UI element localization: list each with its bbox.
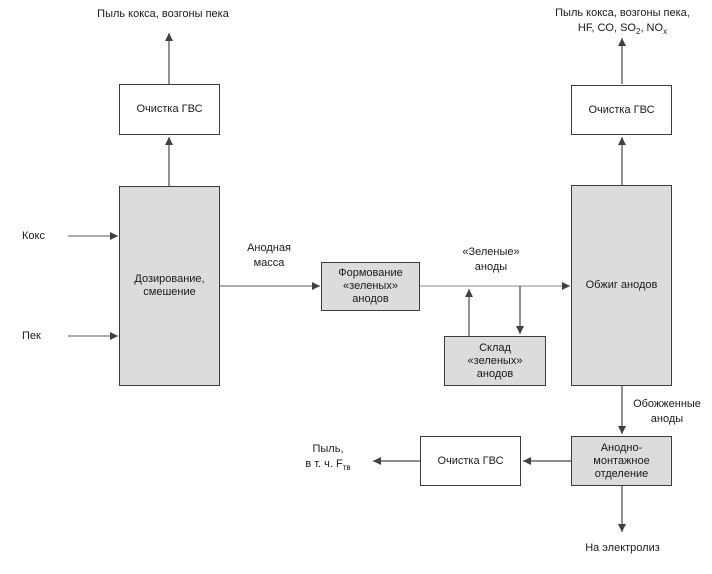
label-top-left-emissions: Пыль кокса, возгоны пека xyxy=(88,7,238,21)
box-assembly: Анодно-монтажное отделение xyxy=(571,436,672,486)
box-gvs-right-label: Очистка ГВС xyxy=(588,103,655,116)
box-baking-label: Обжиг анодов xyxy=(585,279,658,291)
box-gvs-right: Очистка ГВС xyxy=(571,85,672,135)
label-to-electrolysis-text: На электролиз xyxy=(585,542,660,554)
label-to-electrolysis: На электролиз xyxy=(580,541,665,556)
label-anode-mass: Анодная масса xyxy=(234,241,304,271)
label-top-right-line2-sub2: x xyxy=(663,27,668,37)
label-dust-line2-a: в т. ч. F xyxy=(305,458,343,470)
label-pek-text: Пек xyxy=(22,330,41,342)
label-anode-mass-text: Анодная масса xyxy=(247,242,291,269)
label-dust-line1: Пыль, xyxy=(312,443,344,455)
box-dosing: Дозирование, смешение xyxy=(119,186,220,386)
label-top-right-line2-b: , NO xyxy=(640,22,664,34)
label-top-right-line2-a: HF, CO, SO xyxy=(577,22,636,34)
label-top-right-line1: Пыль кокса, возгоны пека, xyxy=(555,7,690,19)
box-storage: Склад «зеленых» анодов xyxy=(444,336,546,386)
box-dosing-label: Дозирование, смешение xyxy=(134,273,205,298)
box-gvs-left: Очистка ГВС xyxy=(119,84,220,135)
box-forming-label: Формование «зеленых» анодов xyxy=(338,267,403,305)
box-assembly-label: Анодно-монтажное отделение xyxy=(593,441,650,480)
label-green-anodes: «Зеленые» аноды xyxy=(455,245,527,275)
label-pek: Пек xyxy=(22,329,67,343)
label-dust-line2: в т. ч. Fтв xyxy=(293,457,363,472)
box-forming: Формование «зеленых» анодов xyxy=(321,262,420,311)
label-koks-text: Кокс xyxy=(22,230,45,242)
box-gvs-bottom-label: Очистка ГВС xyxy=(437,454,504,467)
box-gvs-bottom: Очистка ГВС xyxy=(420,436,521,486)
label-baked-anodes-text: Обожженные аноды xyxy=(633,398,701,425)
label-baked-anodes: Обожженные аноды xyxy=(630,397,704,427)
label-top-left-emissions-text: Пыль кокса, возгоны пека xyxy=(97,8,229,20)
label-top-right-line2: HF, CO, SO2, NOx xyxy=(540,21,705,36)
label-dust-line2-sub: тв xyxy=(342,463,351,473)
label-top-right-emissions: Пыль кокса, возгоны пека, HF, CO, SO2, N… xyxy=(540,6,705,36)
box-gvs-left-label: Очистка ГВС xyxy=(136,103,203,115)
label-dust: Пыль, в т. ч. Fтв xyxy=(293,442,363,472)
label-koks: Кокс xyxy=(22,229,67,243)
box-storage-label: Склад «зеленых» анодов xyxy=(467,341,523,380)
label-green-anodes-text: «Зеленые» аноды xyxy=(462,246,520,273)
label-top-right-line2-sub1: 2 xyxy=(635,27,641,37)
box-baking: Обжиг анодов xyxy=(571,185,672,386)
